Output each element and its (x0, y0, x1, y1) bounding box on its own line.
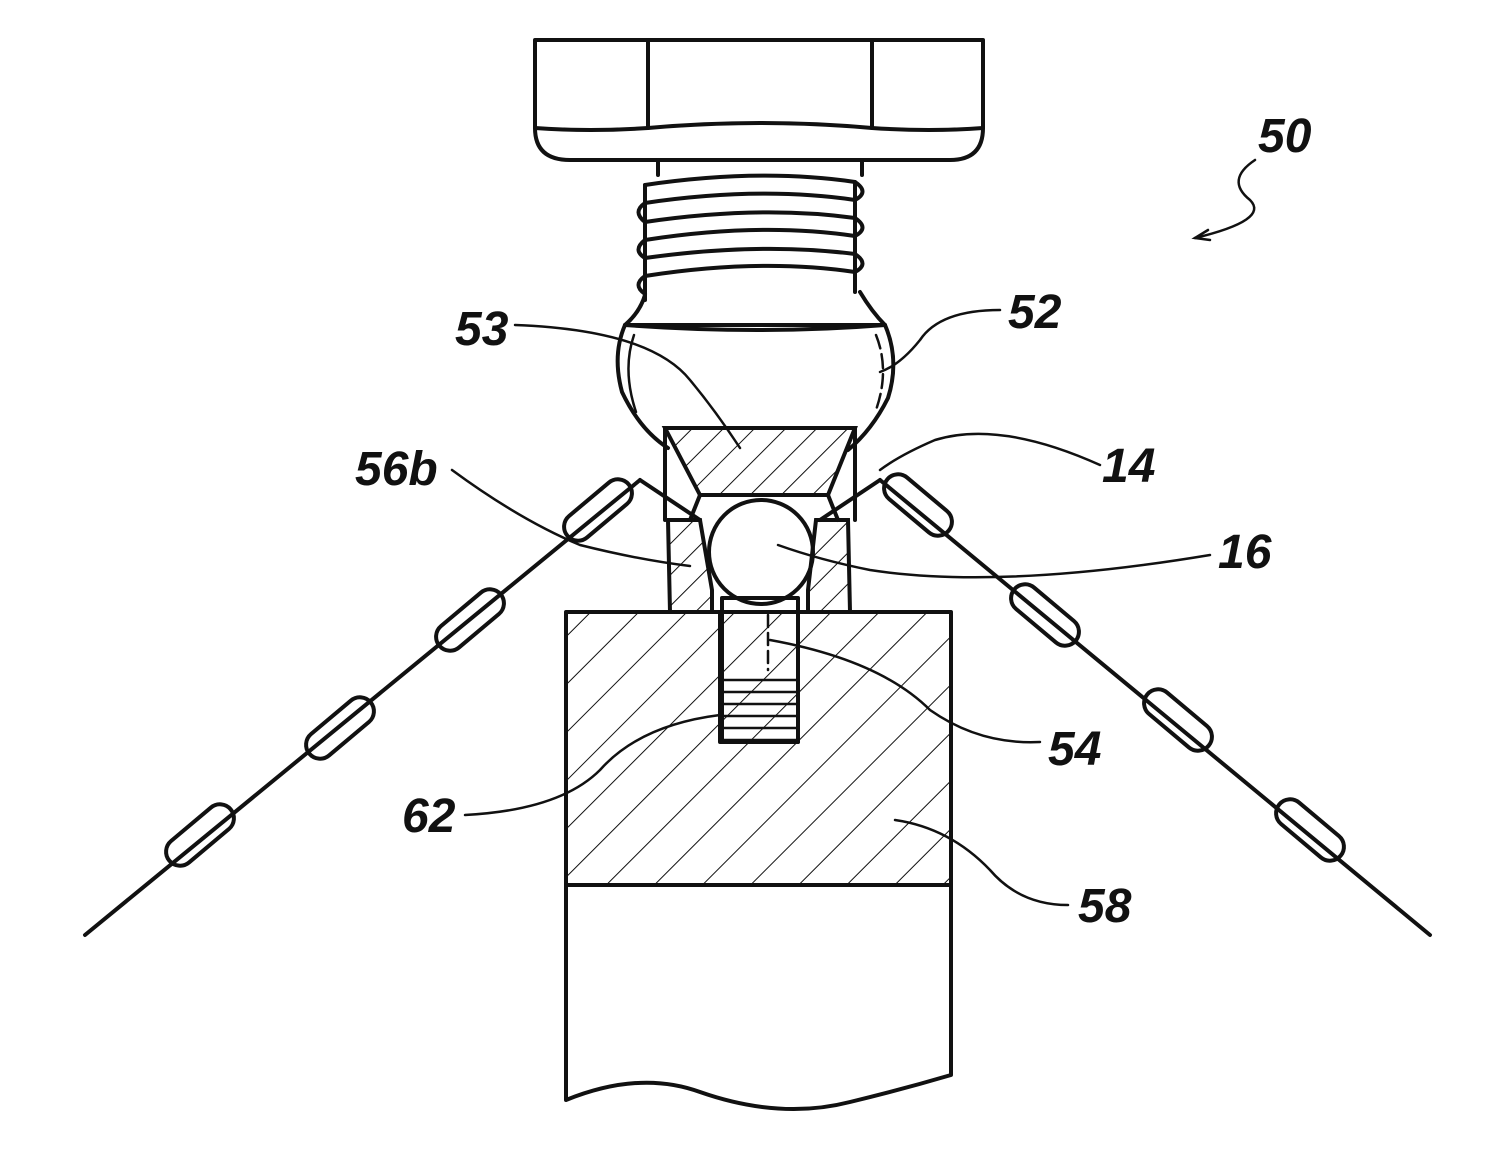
label-54: 54 (1048, 723, 1101, 776)
hex-nut (535, 40, 983, 160)
label-62: 62 (402, 790, 456, 843)
label-52: 52 (1008, 286, 1062, 339)
label-50: 50 (1258, 110, 1312, 163)
label-53: 53 (455, 303, 509, 356)
label-14: 14 (1102, 440, 1155, 493)
insert-53 (665, 428, 855, 520)
threaded-shank (639, 160, 863, 300)
base-58 (566, 612, 951, 1109)
label-56b: 56b (355, 443, 438, 496)
label-16: 16 (1218, 526, 1272, 579)
label-58: 58 (1078, 880, 1132, 933)
